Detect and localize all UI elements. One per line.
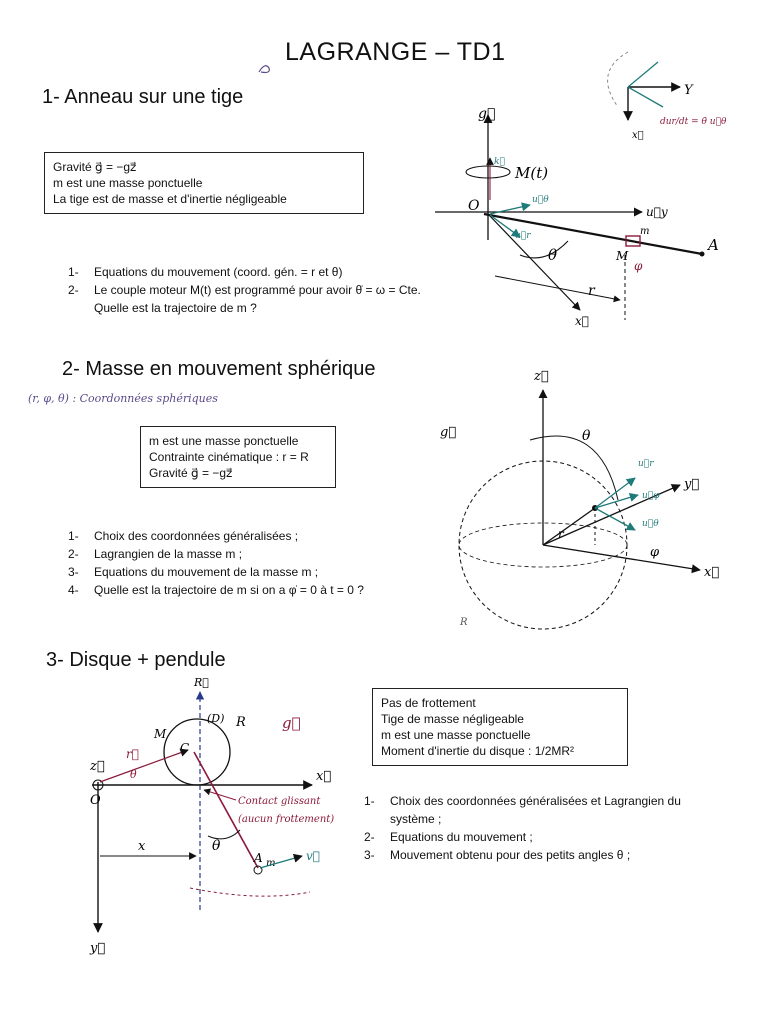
v-label: v⃗	[306, 849, 320, 863]
r-label: r⃗	[126, 747, 139, 761]
theta-label: θ	[582, 428, 591, 444]
ur-label: u⃗r	[638, 459, 654, 469]
section3-disk-pendulum-diagram: x⃗ y⃗ O z⃗ R⃗ (D) R M C g⃗ r⃗ θ A m v⃗ θ…	[89, 676, 334, 956]
x-label: x⃗	[575, 314, 589, 328]
utheta-label: u⃗θ	[642, 519, 659, 529]
g-label: g⃗	[478, 106, 495, 122]
section2-sphere-diagram: z⃗ g⃗ x⃗ y⃗ r θ φ u⃗r u⃗θ u⃗φ R	[440, 369, 719, 630]
question-item: 1-Choix des coordonnées généralisées ;	[68, 529, 299, 543]
section3-box-line: Pas de frottement	[381, 696, 476, 710]
z-label: z⃗	[533, 369, 549, 384]
R-label: R	[235, 715, 246, 730]
section3-box-line: m est une masse ponctuelle	[381, 728, 531, 742]
phi-label: φ	[650, 545, 660, 560]
section2-questions: 1-Choix des coordonnées généralisées ; 2…	[68, 527, 364, 599]
y-label: y⃗	[683, 477, 699, 492]
section2-box-line: m est une masse ponctuelle	[149, 434, 299, 448]
corner-dudt-label: dur/dt = θ̇ u⃗θ	[660, 117, 727, 127]
section1-box-line: La tige est de masse et d'inertie néglig…	[53, 192, 287, 206]
theta-label: θ	[212, 838, 221, 854]
question-item: système ;	[390, 812, 442, 826]
section2-note: (r, φ, θ) : Coordonnées sphériques	[28, 392, 218, 405]
question-item: 2-Lagrangien de la masse m ;	[68, 547, 243, 561]
section2-box: m est une masse ponctuelle Contrainte ci…	[140, 426, 336, 488]
question-item: 2-Le couple moteur M(t) est programmé po…	[68, 283, 421, 297]
question-item: 3-Mouvement obtenu pour des petits angle…	[364, 848, 631, 862]
D-label: (D)	[207, 712, 224, 725]
corner-x-label: x⃗	[632, 130, 644, 141]
section3-heading: 3- Disque + pendule	[46, 649, 226, 671]
corner-axes-sketch: Y x⃗ dur/dt = θ̇ u⃗θ	[607, 51, 727, 141]
x-label: x	[138, 839, 146, 854]
o-label: O	[468, 198, 480, 214]
question-item: 1-Equations du mouvement (coord. gén. = …	[68, 265, 343, 279]
section1-box-line: Gravité g⃗ = −gz⃗	[53, 160, 137, 174]
theta-small-label: θ	[130, 768, 137, 781]
a-label: A	[706, 236, 719, 254]
contact-label-1: Contact glissant	[238, 796, 321, 807]
section3-box: Pas de frottement Tige de masse négligea…	[372, 688, 628, 766]
g-label: g⃗	[282, 714, 301, 732]
x-axis-label: x⃗	[316, 769, 331, 784]
question-item: 3-Equations du mouvement de la masse m ;	[68, 565, 319, 579]
C-label: C	[180, 741, 189, 755]
question-item: 2-Equations du mouvement ;	[364, 830, 533, 844]
utheta-label: u⃗θ	[532, 195, 549, 205]
section1-box-line: m est une masse ponctuelle	[53, 176, 203, 190]
m-label: M	[615, 249, 629, 263]
M-label: M	[153, 727, 167, 741]
y-label: y⃗	[89, 941, 105, 956]
section2-heading: 2- Masse en mouvement sphérique	[62, 358, 376, 380]
question-item: Quelle est la trajectoire de m ?	[94, 301, 257, 315]
mt-label: M(t)	[514, 164, 548, 182]
section1-ring-diagram: g⃗ u⃗y O M(t) A M m φ x⃗ r θ u⃗r u⃗θ k⃗	[435, 106, 719, 328]
m-label: m	[266, 858, 275, 869]
question-item: 1-Choix des coordonnées généralisées et …	[364, 794, 681, 808]
phi-label: φ	[634, 259, 643, 273]
mm-label: m	[640, 226, 649, 237]
ur-label: u⃗r	[515, 231, 531, 241]
R-label: R	[459, 617, 468, 628]
uphi-label: u⃗φ	[642, 491, 660, 501]
section3-box-line: Moment d'inertie du disque : 1/2MR²	[381, 744, 575, 758]
uy-label: u⃗y	[646, 205, 668, 219]
contact-label-2: (aucun frottement)	[238, 814, 334, 825]
R-vec-label: R⃗	[193, 676, 209, 689]
section1-heading: 1- Anneau sur une tige	[42, 86, 244, 108]
section2-box-line: Gravité g⃗ = −gz⃗	[149, 466, 233, 480]
O-label: O	[90, 793, 101, 808]
theta-label: θ	[548, 246, 557, 264]
title-scribble	[258, 65, 270, 74]
z-label: z⃗	[89, 759, 105, 774]
section1-box: Gravité g⃗ = −gz⃗ m est une masse ponctu…	[44, 152, 364, 214]
x-label: x⃗	[704, 565, 719, 580]
page-title: LAGRANGE – TD1	[285, 38, 506, 66]
question-item: 4-Quelle est la trajectoire de m si on a…	[68, 583, 364, 597]
section3-questions: 1-Choix des coordonnées généralisées et …	[364, 792, 681, 864]
r-label: r	[558, 527, 565, 541]
r-label: r	[588, 283, 596, 299]
corner-y-label: Y	[684, 83, 694, 98]
section3-box-line: Tige de masse négligeable	[381, 712, 524, 726]
g-label: g⃗	[440, 425, 456, 440]
section1-questions: 1-Equations du mouvement (coord. gén. = …	[68, 263, 421, 317]
A-label: A	[253, 851, 263, 865]
section2-box-line: Contrainte cinématique : r = R	[149, 450, 309, 464]
uz-label: k⃗	[494, 157, 505, 167]
